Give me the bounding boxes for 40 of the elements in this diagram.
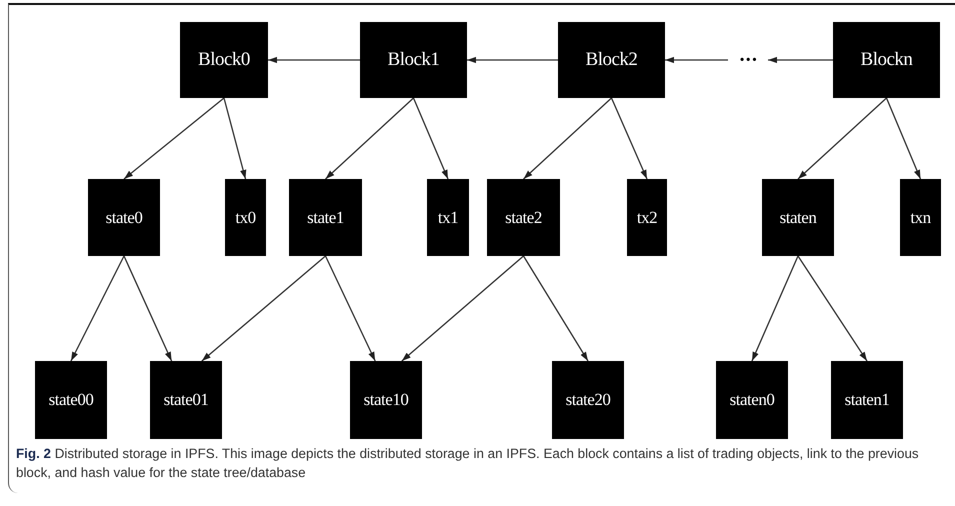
block-box: staten1 — [831, 361, 903, 439]
arrow — [412, 98, 449, 180]
arrow — [124, 98, 224, 180]
arrow — [610, 98, 648, 180]
arrow — [123, 256, 172, 362]
block-box: state10 — [350, 361, 422, 439]
arrow — [201, 256, 326, 362]
figure-caption: Fig. 2 Distributed storage in IPFS. This image depicts the distributed storage in an IPFS. Each block contains a list of trading objects, link to the previous block, and hash value for the state tree/database — [16, 445, 920, 482]
arrow — [223, 98, 246, 180]
arrow — [522, 256, 589, 362]
block-box: tx0 — [225, 179, 266, 256]
block-box: state00 — [35, 361, 107, 439]
block-box: Blockn — [833, 22, 940, 98]
arrow — [751, 256, 799, 362]
block-box: Block2 — [558, 22, 665, 98]
block-box: Block1 — [360, 22, 467, 98]
arrow — [798, 98, 887, 180]
arrow — [797, 256, 868, 362]
arrow — [325, 98, 414, 180]
arrow — [886, 98, 922, 180]
arrow — [665, 56, 728, 64]
block-box: state0 — [88, 179, 160, 256]
block-box: Block0 — [180, 22, 268, 98]
arrow — [70, 256, 125, 362]
block-box: tx2 — [627, 179, 667, 256]
arrow — [324, 256, 376, 362]
arrow — [401, 256, 524, 362]
block-box: tx1 — [427, 179, 469, 256]
ellipsis-text: ··· — [728, 48, 768, 72]
block-box: staten — [762, 179, 834, 256]
arrow — [523, 98, 612, 180]
arrow — [467, 56, 558, 64]
arrow — [768, 56, 833, 64]
block-box: state2 — [487, 179, 560, 256]
block-box: txn — [900, 179, 941, 256]
block-box: state20 — [552, 361, 624, 439]
block-box: state01 — [150, 361, 222, 439]
block-box: state1 — [289, 179, 362, 256]
block-box: staten0 — [716, 361, 788, 439]
arrow — [268, 56, 360, 64]
